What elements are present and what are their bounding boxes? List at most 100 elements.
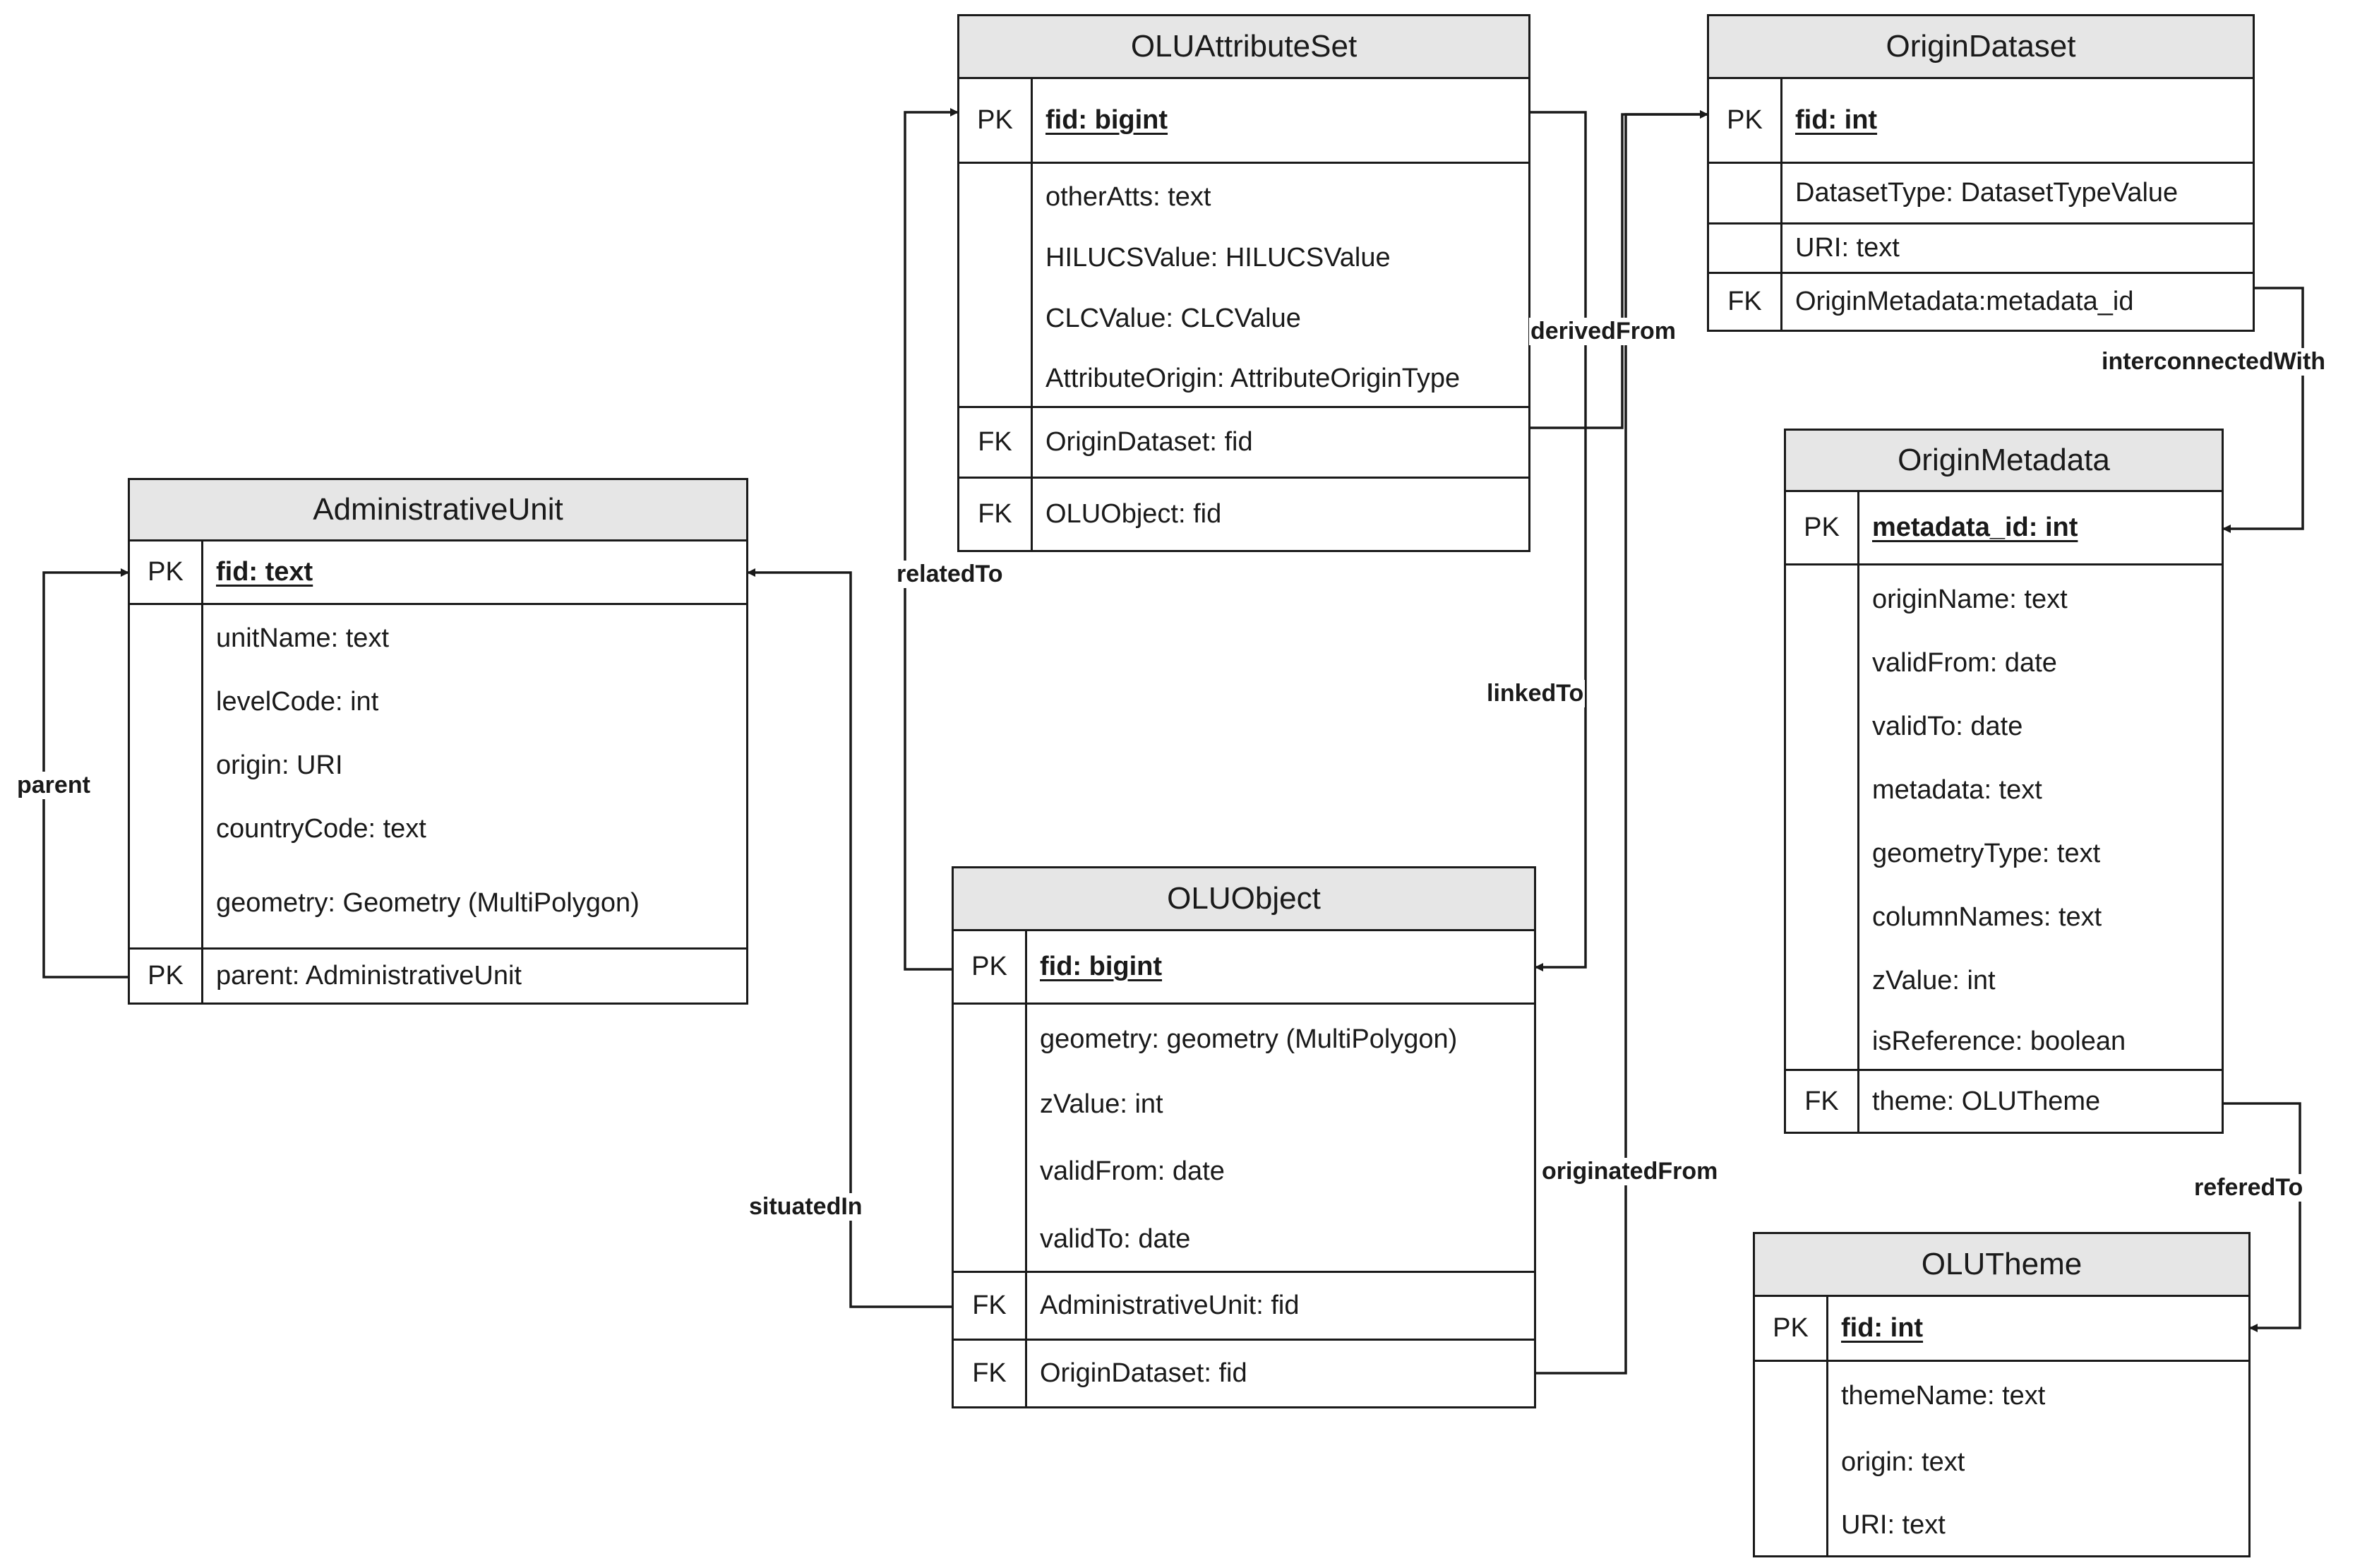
label-derived-from: derivedFrom xyxy=(1529,318,1677,345)
label-refered-to: referedTo xyxy=(2193,1174,2305,1202)
table-title: OriginDataset xyxy=(1707,14,2255,79)
key-column-empty xyxy=(1709,164,1782,222)
table-origin-dataset: OriginDataset PK fid: int DatasetType: D… xyxy=(1707,14,2255,332)
connector-derived-from xyxy=(1530,110,1708,429)
field-section: URI: text xyxy=(1707,225,2255,274)
field-valid-from: validFrom: date xyxy=(1040,1156,1225,1186)
field-section: unitName: text levelCode: int origin: UR… xyxy=(128,605,748,950)
fk-label: FK xyxy=(959,408,1033,477)
key-column-empty xyxy=(130,605,203,947)
fk-theme: theme: OLUTheme xyxy=(1872,1086,2101,1116)
pk-label: PK xyxy=(959,79,1033,162)
field-theme-name: themeName: text xyxy=(1841,1380,2046,1411)
field-uri: URI: text xyxy=(1841,1509,1946,1540)
key-column-empty xyxy=(1755,1362,1828,1555)
field-section: geometry: geometry (MultiPolygon) zValue… xyxy=(952,1005,1536,1273)
label-related-to: relatedTo xyxy=(895,561,1005,588)
label-linked-to: linkedTo xyxy=(1485,680,1586,707)
pk-label: PK xyxy=(1755,1297,1828,1360)
field-origin-name: originName: text xyxy=(1872,584,2068,614)
field-section: otherAtts: text HILUCSValue: HILUCSValue… xyxy=(957,164,1530,408)
field-hilucs-value: HILUCSValue: HILUCSValue xyxy=(1045,242,1391,273)
label-situated-in: situatedIn xyxy=(748,1193,864,1221)
field-section: themeName: text origin: text URI: text xyxy=(1753,1362,2251,1557)
field-attribute-origin: AttributeOrigin: AttributeOriginType xyxy=(1045,363,1461,393)
key-column-empty xyxy=(954,1005,1027,1271)
fk-section: FK theme: OLUTheme xyxy=(1784,1071,2224,1134)
field-country-code: countryCode: text xyxy=(216,813,426,844)
field-unit-name: unitName: text xyxy=(216,623,389,653)
label-originated-from: originatedFrom xyxy=(1540,1158,1720,1185)
pk-label: PK xyxy=(954,931,1027,1003)
label-parent: parent xyxy=(16,772,92,799)
field-section: DatasetType: DatasetTypeValue xyxy=(1707,164,2255,225)
fk-section: FK OriginDataset: fid xyxy=(952,1341,1536,1408)
pk-label: PK xyxy=(130,950,203,1003)
pk-field: metadata_id: int xyxy=(1872,513,2078,542)
connector-refered-to xyxy=(2224,1102,2301,1332)
fk-label: FK xyxy=(959,479,1033,550)
fk-section: FK OLUObject: fid xyxy=(957,479,1530,552)
table-title: OriginMetadata xyxy=(1784,429,2224,492)
pk-section: PK fid: int xyxy=(1707,79,2255,164)
table-title: OLUObject xyxy=(952,866,1536,931)
fk-administrative-unit: AdministrativeUnit: fid xyxy=(1040,1291,1300,1320)
pk-label: PK xyxy=(1786,492,1859,563)
table-origin-metadata: OriginMetadata PK metadata_id: int origi… xyxy=(1784,429,2224,1134)
fk-section: FK OriginMetadata:metadata_id xyxy=(1707,274,2255,332)
field-is-reference: isReference: boolean xyxy=(1872,1026,2126,1056)
field-dataset-type: DatasetType: DatasetTypeValue xyxy=(1795,178,2179,208)
field-valid-from: validFrom: date xyxy=(1872,647,2057,678)
connector-linked-to xyxy=(1530,111,1587,971)
table-title: OLUAttributeSet xyxy=(957,14,1530,79)
field-geometry: geometry: Geometry (MultiPolygon) xyxy=(216,887,640,918)
pk-section: PK parent: AdministrativeUnit xyxy=(128,950,748,1005)
pk-field: fid: int xyxy=(1841,1313,1924,1343)
field-valid-to: validTo: date xyxy=(1872,711,2023,741)
field-metadata: metadata: text xyxy=(1872,774,2042,805)
field-parent: parent: AdministrativeUnit xyxy=(216,961,522,991)
fk-origin-metadata: OriginMetadata:metadata_id xyxy=(1795,287,2134,316)
field-section: originName: text validFrom: date validTo… xyxy=(1784,565,2224,1071)
field-z-value: zValue: int xyxy=(1040,1089,1163,1119)
fk-origin-dataset: OriginDataset: fid xyxy=(1040,1358,1247,1388)
field-column-names: columnNames: text xyxy=(1872,902,2102,932)
table-administrative-unit: AdministrativeUnit PK fid: text unitName… xyxy=(128,478,748,1005)
field-clc-value: CLCValue: CLCValue xyxy=(1045,303,1301,333)
field-origin: origin: URI xyxy=(216,750,343,780)
field-other-atts: otherAtts: text xyxy=(1045,181,1211,212)
pk-label: PK xyxy=(1709,79,1782,162)
pk-field: fid: bigint xyxy=(1045,105,1168,135)
fk-label: FK xyxy=(1786,1071,1859,1132)
field-origin: origin: text xyxy=(1841,1447,1965,1477)
field-geometry: geometry: geometry (MultiPolygon) xyxy=(1040,1024,1458,1054)
connector-situated-in xyxy=(747,568,952,1308)
pk-section: PK fid: int xyxy=(1753,1297,2251,1362)
fk-olu-object: OLUObject: fid xyxy=(1045,499,1222,529)
label-interconnected-with: interconnectedWith xyxy=(2100,348,2327,376)
field-geometry-type: geometryType: text xyxy=(1872,838,2101,868)
field-valid-to: validTo: date xyxy=(1040,1223,1191,1254)
pk-label: PK xyxy=(130,541,203,603)
table-olu-object: OLUObject PK fid: bigint geometry: geome… xyxy=(952,866,1536,1408)
fk-section: FK AdministrativeUnit: fid xyxy=(952,1273,1536,1341)
pk-field: fid: text xyxy=(216,557,313,587)
table-olu-attribute-set: OLUAttributeSet PK fid: bigint otherAtts… xyxy=(957,14,1530,552)
fk-section: FK OriginDataset: fid xyxy=(957,408,1530,479)
fk-origin-dataset: OriginDataset: fid xyxy=(1045,427,1253,457)
pk-field: fid: int xyxy=(1795,105,1878,135)
connector-originated-from xyxy=(1536,110,1708,1375)
table-title: OLUTheme xyxy=(1753,1232,2251,1297)
pk-section: PK fid: text xyxy=(128,541,748,605)
fk-label: FK xyxy=(954,1341,1027,1406)
field-uri: URI: text xyxy=(1795,233,1900,263)
table-title: AdministrativeUnit xyxy=(128,478,748,541)
key-column-empty xyxy=(1709,225,1782,272)
fk-label: FK xyxy=(1709,274,1782,330)
pk-section: PK metadata_id: int xyxy=(1784,492,2224,565)
pk-section: PK fid: bigint xyxy=(952,931,1536,1005)
connector-related-to xyxy=(904,108,959,971)
pk-section: PK fid: bigint xyxy=(957,79,1530,164)
key-column-empty xyxy=(1786,565,1859,1069)
field-level-code: levelCode: int xyxy=(216,686,379,717)
